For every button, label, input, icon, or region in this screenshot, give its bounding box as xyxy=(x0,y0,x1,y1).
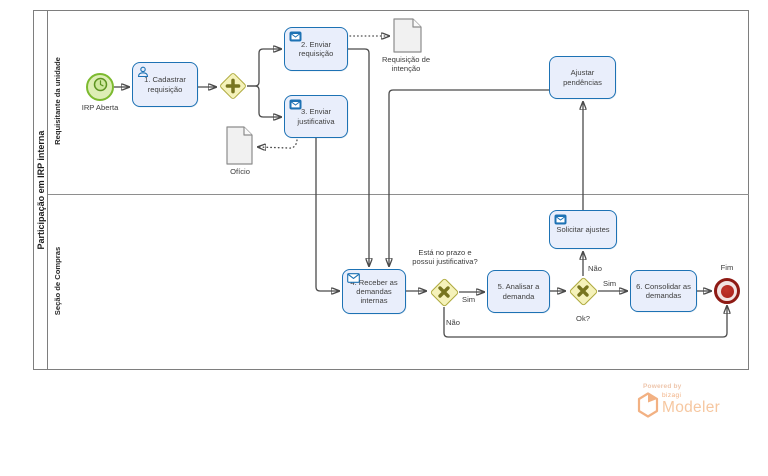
task-label: 2. Enviar requisição xyxy=(298,39,334,58)
pool-title: Participação em IRP interna xyxy=(36,130,46,250)
send-message-icon xyxy=(289,31,302,42)
start-event-label: IRP Aberta xyxy=(81,103,119,112)
parallel-gateway-icon xyxy=(225,78,241,94)
lane-divider xyxy=(48,194,749,195)
flow-label-sim: Sim xyxy=(603,279,617,288)
powered-by-label: Powered by xyxy=(643,383,682,390)
send-message-icon xyxy=(289,99,302,110)
task-label: 4. Receber as demandas internas xyxy=(350,277,398,306)
send-message-icon xyxy=(554,214,567,225)
document-label: Requisição de intenção xyxy=(381,55,431,73)
task-receber-demandas[interactable]: 4. Receber as demandas internas xyxy=(342,269,406,314)
pool-title-band xyxy=(33,10,48,370)
gateway-question-label: Está no prazo e possui justificativa? xyxy=(412,248,478,266)
document-label: Ofício xyxy=(230,167,250,176)
gateway-question-label: Ok? xyxy=(576,314,590,323)
task-label: Ajustar pendências xyxy=(563,68,602,87)
end-event-icon xyxy=(720,284,734,298)
task-label: 6. Consolidar as demandas xyxy=(636,281,691,300)
task-label: 3. Enviar justificativa xyxy=(297,107,335,126)
timer-start-icon xyxy=(92,76,109,98)
exclusive-gateway-icon xyxy=(436,284,452,300)
user-icon xyxy=(137,66,149,78)
bizagi-branding: Powered by bizagi Modeler xyxy=(637,383,757,423)
flow-label-nao: Não xyxy=(446,318,460,327)
task-enviar-requisicao[interactable]: 2. Enviar requisição xyxy=(284,27,348,71)
task-solicitar-ajustes[interactable]: Solicitar ajustes xyxy=(549,210,617,249)
task-cadastrar-requisicao[interactable]: 1. Cadastrar requisição xyxy=(132,62,198,107)
document-icon xyxy=(226,126,253,165)
modeler-wordmark: Modeler xyxy=(662,399,721,416)
task-consolidar-demandas[interactable]: 6. Consolidar as demandas xyxy=(630,270,697,312)
exclusive-gateway-icon xyxy=(575,283,591,299)
flow-label-nao: Não xyxy=(588,264,602,273)
document-oficio[interactable] xyxy=(226,126,253,165)
task-label: Solicitar ajustes xyxy=(556,224,610,234)
document-icon xyxy=(393,18,422,53)
bizagi-wordmark: bizagi xyxy=(662,392,682,399)
end-event[interactable] xyxy=(714,278,740,304)
task-enviar-justificativa[interactable]: 3. Enviar justificativa xyxy=(284,95,348,138)
document-requisicao-intencao[interactable] xyxy=(393,18,422,53)
task-ajustar-pendencias[interactable]: Ajustar pendências xyxy=(549,56,616,99)
task-label: 1. Cadastrar requisição xyxy=(144,75,186,94)
receive-message-icon xyxy=(347,273,360,283)
end-event-label: Fim xyxy=(720,263,734,272)
flow-label-sim: Sim xyxy=(462,295,476,304)
start-event-timer[interactable] xyxy=(86,73,114,101)
task-analisar-demanda[interactable]: 5. Analisar a demanda xyxy=(487,270,550,313)
bizagi-logo-icon xyxy=(637,392,659,423)
lane-name-secao-compras: Seção de Compras xyxy=(52,246,62,316)
task-label: 5. Analisar a demanda xyxy=(497,282,540,301)
